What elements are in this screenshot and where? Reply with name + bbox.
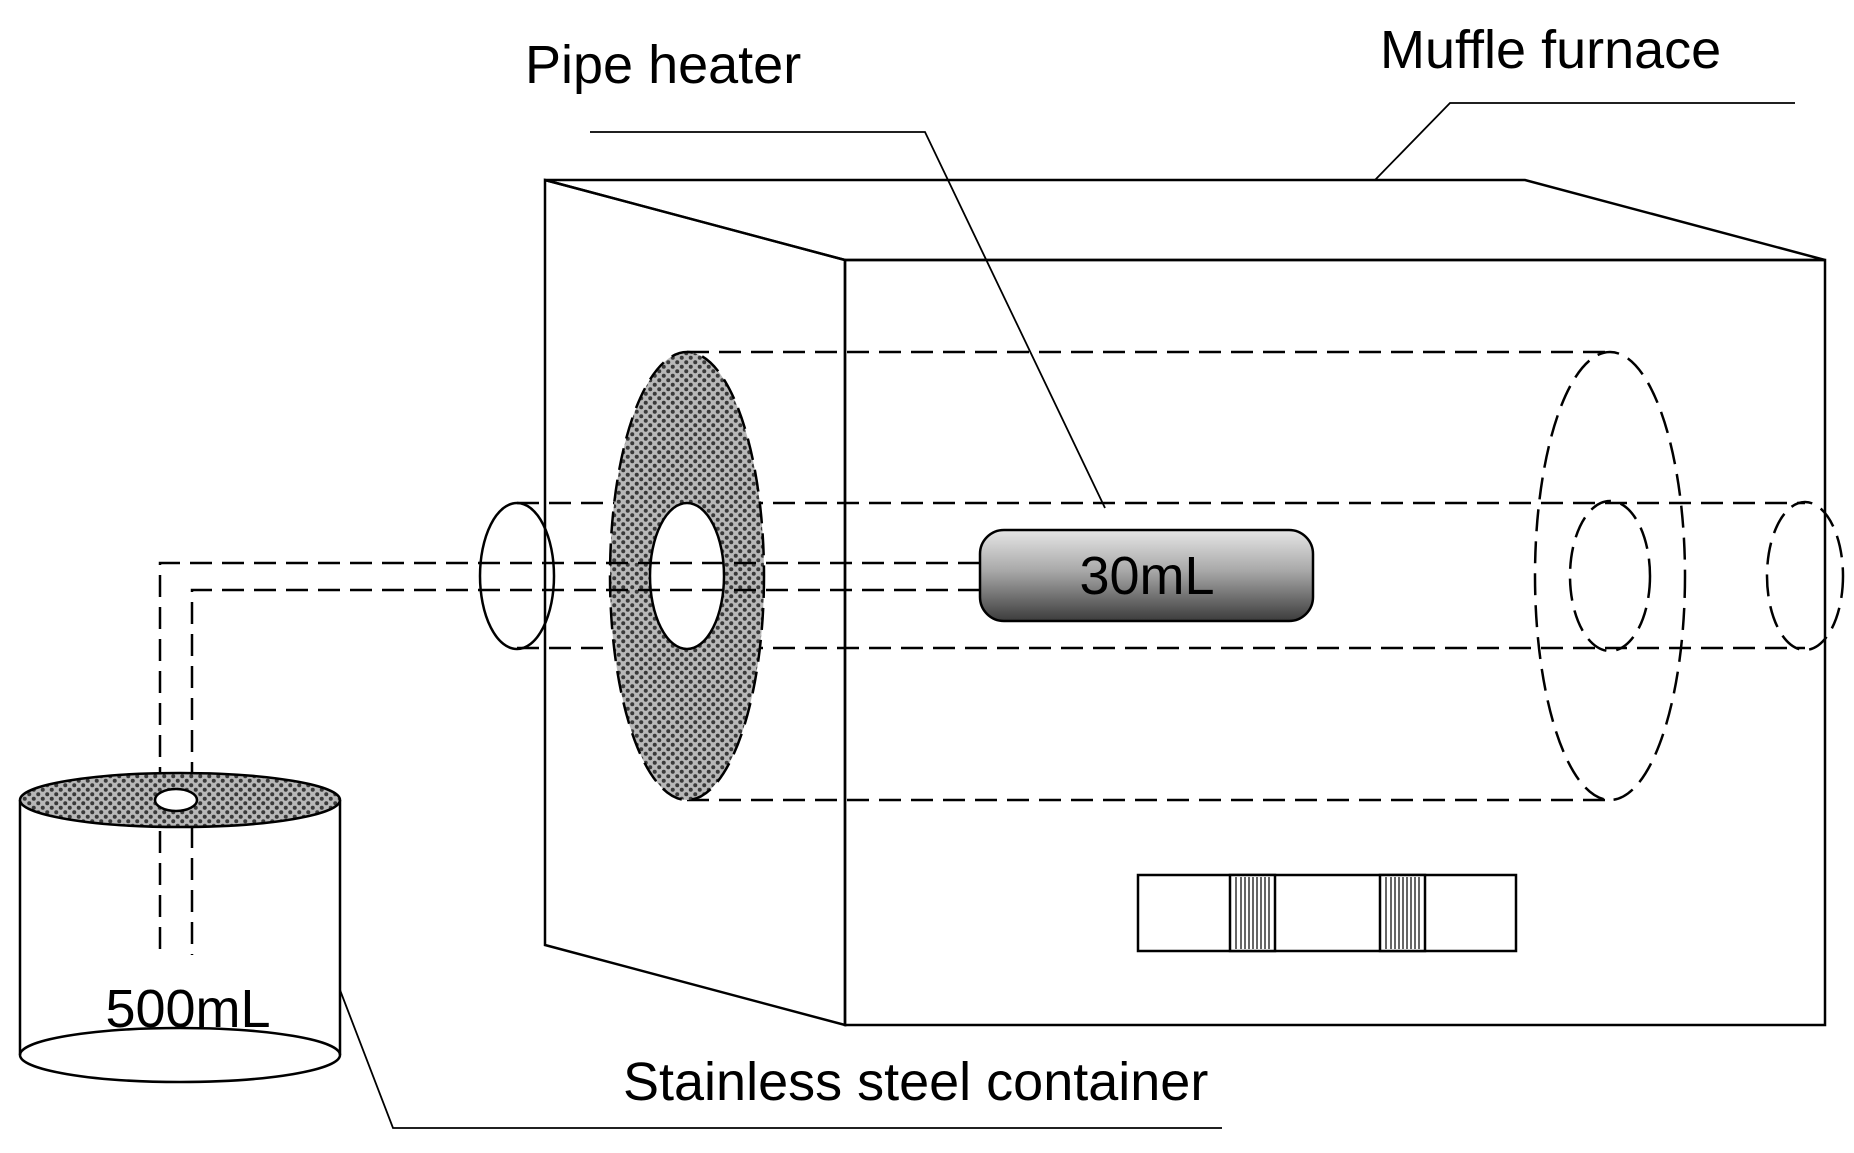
pipe-heater (687, 350, 1687, 802)
connection-pipe-inner (190, 588, 980, 955)
control-panel-vents-left (1228, 873, 1277, 953)
sample-volume-label: 30mL (1079, 546, 1214, 606)
pipe-heater-label: Pipe heater (525, 35, 801, 95)
control-panel (1136, 873, 1518, 953)
muffle-furnace (543, 178, 1827, 1027)
pipe-heater-far-end (1533, 350, 1687, 802)
furnace-side-face (843, 258, 1827, 1027)
container-bottom-rim (18, 1026, 342, 1084)
leader-lines (339, 102, 1795, 1129)
reaction-tube (517, 499, 1845, 653)
container-lid-port (153, 787, 199, 813)
furnace-top-face (544, 178, 1826, 262)
reaction-tube-inner-ring (1568, 499, 1652, 653)
stainless-container-label: Stainless steel container (623, 1052, 1208, 1112)
reaction-vessel: 30mL (978, 528, 1315, 623)
pipe-heater-near-face (608, 350, 766, 802)
pipe-heater-leader (590, 131, 1106, 509)
control-panel-vents-right (1378, 873, 1427, 953)
reaction-tube-far-end (1765, 500, 1845, 652)
connection-pipe-outer (158, 561, 980, 955)
tube-inlet-ring (478, 501, 556, 651)
muffle-furnace-label: Muffle furnace (1380, 20, 1721, 80)
container-volume-label: 500mL (105, 979, 270, 1039)
connection-pipes (158, 561, 980, 955)
container-leader (339, 989, 1222, 1129)
stainless-steel-container: 500mL (18, 771, 342, 1084)
muffle-furnace-leader (1374, 102, 1795, 181)
pipe-heater-bore (648, 501, 726, 651)
